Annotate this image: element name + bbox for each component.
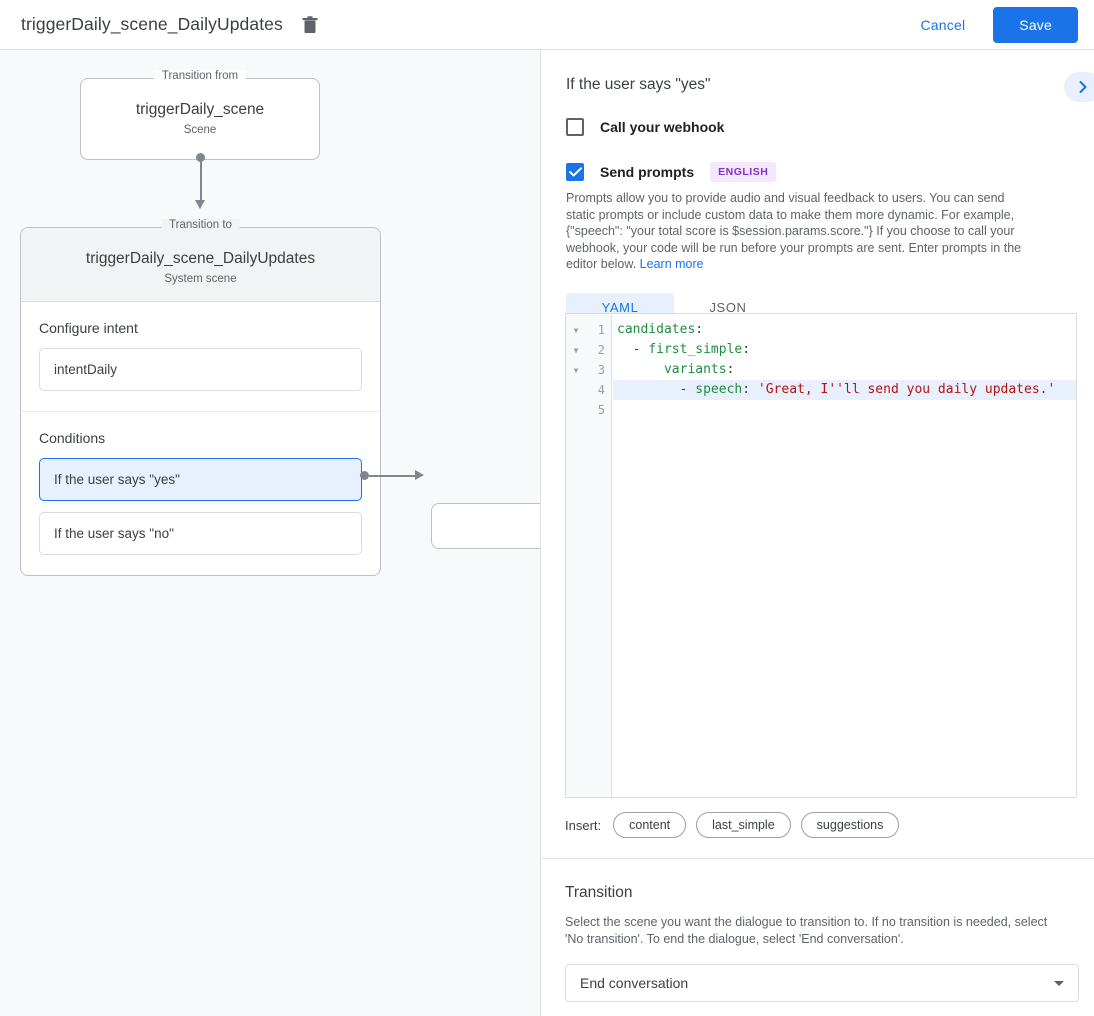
insert-label: Insert:	[565, 817, 602, 833]
insert-chip-content[interactable]: content	[613, 812, 687, 838]
node-to-header: Transition to triggerDaily_scene_DailyUp…	[21, 219, 380, 302]
send-prompts-row[interactable]: Send prompts ENGLISH	[542, 162, 1094, 182]
line-number: 4	[597, 383, 605, 397]
code-key: variants	[663, 362, 727, 377]
node-from-legend: Transition from	[153, 70, 247, 82]
prompts-help-text: Prompts allow you to provide audio and v…	[542, 190, 1050, 273]
line-number: 3	[597, 363, 605, 377]
gutter-rows: ▼1 ▼2 ▼3 4 5	[566, 314, 611, 420]
tab-json[interactable]: JSON	[709, 300, 747, 315]
node-to-title: triggerDaily_scene_DailyUpdates	[85, 250, 316, 267]
code-key: candidates	[617, 322, 696, 337]
code-line: variants:	[613, 360, 1076, 380]
expand-panel-button[interactable]	[1064, 72, 1094, 102]
edge-connector-vertical	[200, 157, 202, 201]
configure-intent-section: Configure intent intentDaily	[21, 302, 380, 411]
transition-select-value: End conversation	[580, 975, 689, 991]
send-prompts-label: Send prompts	[600, 164, 695, 180]
delete-button[interactable]	[295, 10, 325, 40]
webhook-row[interactable]: Call your webhook	[542, 118, 1094, 136]
condition-item-yes[interactable]: If the user says "yes"	[39, 458, 362, 501]
editor-code-area[interactable]: candidates: - first_simple: variants: - …	[613, 314, 1076, 797]
graph-canvas[interactable]: Transition from triggerDaily_scene Scene…	[0, 50, 541, 1016]
insert-chip-suggestions[interactable]: suggestions	[800, 812, 900, 838]
code-colon: :	[742, 342, 751, 357]
detail-title: If the user says "yes"	[566, 76, 711, 93]
code-colon: :	[695, 322, 704, 337]
code-indent: -	[617, 382, 696, 397]
page-title: triggerDaily_scene_DailyUpdates	[21, 14, 283, 34]
edge-connector-horizontal	[369, 475, 417, 477]
node-from-subtitle: Scene	[183, 124, 217, 136]
fold-toggle-icon[interactable]: ▼	[573, 365, 579, 375]
gutter-row: 5	[566, 400, 611, 420]
checkmark-icon	[568, 167, 582, 177]
save-button[interactable]: Save	[993, 6, 1078, 43]
transition-description: Select the scene you want the dialogue t…	[565, 915, 1048, 946]
code-indent: -	[617, 342, 649, 357]
learn-more-link[interactable]: Learn more	[639, 257, 704, 271]
node-target-empty[interactable]	[431, 503, 540, 549]
detail-header: If the user says "yes"	[542, 50, 1094, 102]
transition-title: Transition	[565, 884, 633, 901]
conditions-section: Conditions If the user says "yes" If the…	[21, 411, 380, 575]
node-to-subtitle: System scene	[164, 273, 237, 285]
line-number: 5	[597, 403, 605, 417]
code-line: candidates:	[613, 320, 1076, 340]
intent-field[interactable]: intentDaily	[39, 348, 362, 391]
chevron-right-icon	[1079, 81, 1087, 93]
line-number: 2	[597, 343, 605, 357]
editor-gutter: ▼1 ▼2 ▼3 4 5	[566, 314, 612, 797]
send-prompts-checkbox[interactable]	[566, 163, 584, 181]
code-indent	[617, 362, 664, 377]
insert-row: Insert: content last_simple suggestions	[565, 812, 909, 838]
trash-icon	[302, 15, 318, 33]
code-string: 'Great, I''ll send you daily updates.'	[757, 382, 1056, 397]
line-number: 1	[597, 323, 605, 337]
gutter-row: ▼1	[566, 320, 611, 340]
edge-arrow-right-icon	[415, 469, 424, 480]
code-colon: :	[726, 362, 735, 377]
section-divider	[542, 858, 1094, 859]
cancel-button[interactable]: Cancel	[907, 8, 980, 42]
node-transition-to[interactable]: Transition to triggerDaily_scene_DailyUp…	[20, 219, 381, 576]
edge-arrow-down-icon	[194, 200, 205, 209]
fold-toggle-icon[interactable]: ▼	[573, 345, 579, 355]
topbar-actions: Cancel Save	[907, 6, 1078, 43]
language-badge: ENGLISH	[710, 162, 777, 182]
gutter-row: ▼2	[566, 340, 611, 360]
call-webhook-checkbox[interactable]	[566, 118, 584, 136]
gutter-row: ▼3	[566, 360, 611, 380]
gutter-row: 4	[566, 380, 611, 400]
condition-item-no[interactable]: If the user says "no"	[39, 512, 362, 555]
fold-toggle-icon[interactable]: ▼	[573, 325, 579, 335]
condition-output-handle[interactable]	[360, 471, 369, 480]
code-key: first_simple	[648, 342, 743, 357]
insert-chip-last-simple[interactable]: last_simple	[696, 812, 791, 838]
code-key: speech	[695, 382, 743, 397]
conditions-label: Conditions	[39, 430, 106, 446]
chevron-down-icon	[1054, 980, 1064, 986]
node-to-legend: Transition to	[161, 219, 240, 231]
code-line	[613, 400, 1076, 420]
call-webhook-label: Call your webhook	[600, 119, 725, 135]
transition-section: Transition Select the scene you want the…	[565, 884, 1079, 1002]
code-colon: :	[742, 382, 758, 397]
transition-select[interactable]: End conversation	[565, 964, 1079, 1002]
node-transition-from[interactable]: Transition from triggerDaily_scene Scene	[80, 70, 320, 160]
top-bar: triggerDaily_scene_DailyUpdates Cancel S…	[0, 0, 1094, 50]
configure-intent-label: Configure intent	[39, 320, 138, 336]
node-from-title: triggerDaily_scene	[135, 101, 265, 118]
prompts-help-body: Prompts allow you to provide audio and v…	[566, 191, 1022, 271]
code-line-active: - speech: 'Great, I''ll send you daily u…	[613, 380, 1076, 400]
prompt-code-editor[interactable]: ▼1 ▼2 ▼3 4 5 candidates: - first_simple:…	[565, 313, 1077, 798]
code-line: - first_simple:	[613, 340, 1076, 360]
